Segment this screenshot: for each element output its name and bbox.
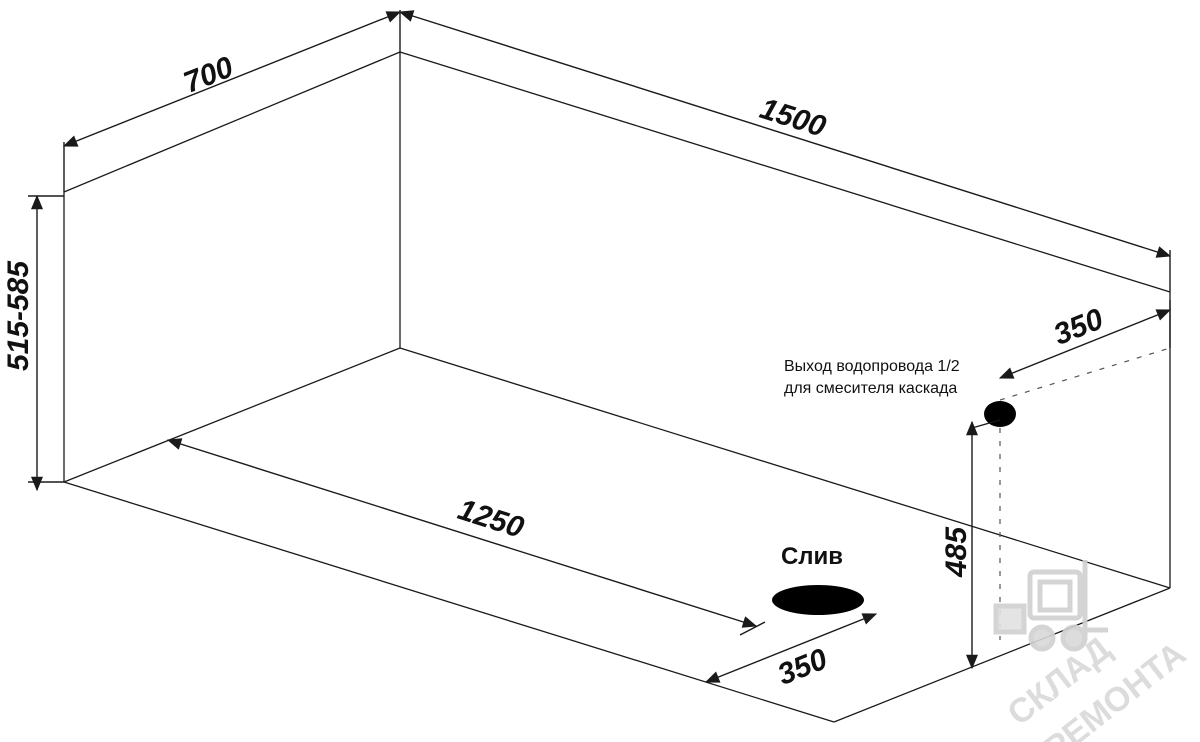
outlet-offset-dimension-line — [998, 309, 1172, 379]
drain-label: Слив — [781, 543, 843, 570]
inner-length-dimension-line — [166, 438, 758, 628]
bottom-left-edge — [63, 347, 401, 483]
inner-length-dimension-label: 1250 — [454, 493, 528, 545]
bottom-back-edge — [399, 347, 1171, 589]
drain-dimension-line — [704, 613, 878, 683]
bottom-front-edge — [63, 481, 835, 723]
width-dimension-line — [62, 11, 402, 147]
dimension-width: 700 — [62, 10, 402, 192]
top-back-edge — [399, 51, 1171, 293]
drain-group: Слив 350 — [704, 543, 878, 692]
drain-hole — [772, 585, 864, 615]
dimension-inner-length: 1250 — [166, 438, 766, 636]
height-dimension-label: 515-585 — [2, 260, 35, 371]
outlet-label-line2: для смесителя каскада — [784, 380, 957, 397]
length-dimension-line — [398, 10, 1172, 258]
watermark: СКЛАД РЕМОНТА — [993, 560, 1193, 742]
bottom-right-edge — [833, 587, 1171, 723]
dimension-length: 1500 — [398, 10, 1172, 292]
drain-dimension-label: 350 — [773, 642, 832, 691]
width-dimension-label: 700 — [179, 50, 238, 99]
outlet-height-dimension-label: 485 — [940, 526, 973, 578]
forklift-icon — [993, 560, 1108, 652]
dimension-height: 515-585 — [2, 194, 64, 492]
outlet-hole — [984, 401, 1016, 427]
outlet-offset-dimension-label: 350 — [1049, 302, 1108, 351]
outlet-label-line1: Выход водопровода 1/2 — [784, 358, 960, 375]
